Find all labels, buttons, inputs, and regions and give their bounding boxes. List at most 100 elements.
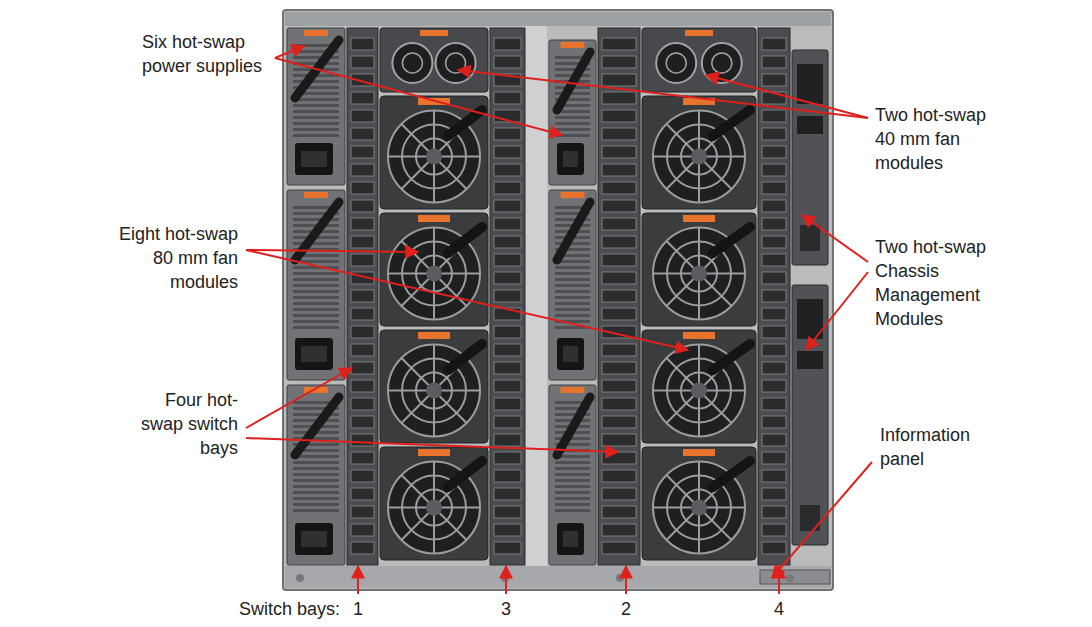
- callout-label: Two hot-swap 40 mm fan modules: [875, 103, 995, 175]
- switch-port: [762, 146, 786, 158]
- psu-vent: [293, 314, 339, 317]
- power-supply: [287, 385, 345, 565]
- psu-vent: [293, 497, 339, 500]
- switch-port: [494, 362, 521, 374]
- socket-pins: [563, 346, 578, 362]
- bay-number: 3: [486, 597, 526, 621]
- switch-port: [762, 488, 786, 500]
- center-divider: [525, 26, 547, 566]
- switch-port: [494, 200, 521, 212]
- psu-vent: [555, 296, 590, 299]
- psu-handle: [295, 397, 339, 455]
- switch-port: [351, 236, 374, 248]
- bay-number: 4: [759, 597, 799, 621]
- chassis-frame: [283, 10, 833, 590]
- socket-pins: [563, 151, 578, 167]
- psu-vent: [293, 284, 339, 287]
- switch-port: [602, 524, 636, 536]
- switch-port: [494, 236, 521, 248]
- fan-handle: [448, 110, 482, 136]
- psu-vent: [555, 473, 590, 476]
- leader-arrow: [625, 566, 627, 594]
- switch-port: [762, 398, 786, 410]
- psu-vent: [293, 122, 339, 125]
- release-tab: [420, 30, 448, 36]
- cmm-port: [797, 351, 823, 369]
- switch-port: [351, 200, 374, 212]
- fan-housing: [642, 213, 756, 326]
- switch-port: [762, 218, 786, 230]
- power-socket: [557, 338, 584, 370]
- release-tab: [683, 449, 715, 456]
- switch-port: [494, 272, 521, 284]
- switch-port: [351, 38, 374, 50]
- management-module: [792, 285, 828, 545]
- switch-port: [762, 236, 786, 248]
- switch-port: [494, 542, 521, 554]
- psu-vent: [555, 266, 590, 269]
- release-tab: [304, 192, 328, 198]
- psu-vent: [293, 242, 339, 245]
- switch-port: [602, 38, 636, 50]
- switch-port: [351, 308, 374, 320]
- switch-module: [598, 28, 640, 565]
- switch-port: [351, 182, 374, 194]
- switch-port: [351, 470, 374, 482]
- switch-port: [351, 254, 374, 266]
- release-tab: [561, 192, 585, 198]
- leader-arrow: [778, 566, 780, 594]
- switch-port: [762, 164, 786, 176]
- psu-vent: [555, 278, 590, 281]
- fan-hub: [426, 500, 442, 516]
- psu-vent: [293, 272, 339, 275]
- switch-body: [598, 28, 640, 565]
- release-tab: [418, 215, 450, 222]
- switch-port: [762, 254, 786, 266]
- information-panel: [760, 570, 830, 584]
- psu-vent: [555, 485, 590, 488]
- leader-arrow: [806, 272, 868, 350]
- switch-port: [762, 344, 786, 356]
- switch-port: [351, 488, 374, 500]
- psu-vent: [555, 284, 590, 287]
- fan-grill: [402, 53, 422, 73]
- fan-hub: [691, 266, 707, 282]
- psu-vent: [293, 116, 339, 119]
- fan-hub: [426, 149, 442, 165]
- switch-port: [762, 290, 786, 302]
- cmm-port: [800, 225, 820, 251]
- callout-label: Information panel: [880, 423, 990, 471]
- chassis-top-rail: [285, 12, 831, 26]
- power-socket: [295, 523, 333, 555]
- switch-port: [602, 470, 636, 482]
- switch-port: [602, 236, 636, 248]
- cmm-body: [792, 285, 828, 545]
- power-socket: [295, 338, 333, 370]
- power-supply: [549, 40, 596, 185]
- switch-port: [494, 128, 521, 140]
- psu-vent: [555, 116, 590, 119]
- bay-number: 2: [606, 597, 646, 621]
- switch-port: [494, 92, 521, 104]
- switch-port: [762, 38, 786, 50]
- switch-port: [602, 164, 636, 176]
- switch-port: [762, 506, 786, 518]
- switch-port: [351, 164, 374, 176]
- psu-vent: [555, 122, 590, 125]
- switch-port: [762, 470, 786, 482]
- fan-module: [642, 96, 756, 209]
- switch-port: [494, 398, 521, 410]
- psu-vent: [555, 290, 590, 293]
- psu-vent: [293, 503, 339, 506]
- psu-vent: [293, 104, 339, 107]
- switch-port: [602, 74, 636, 86]
- psu-body: [549, 40, 596, 185]
- socket-pins: [301, 531, 327, 547]
- leader-arrow: [246, 438, 618, 452]
- psu-vent: [555, 308, 590, 311]
- psu-handle: [557, 202, 590, 260]
- switch-port: [494, 434, 521, 446]
- switch-module: [490, 28, 525, 565]
- switch-port: [762, 416, 786, 428]
